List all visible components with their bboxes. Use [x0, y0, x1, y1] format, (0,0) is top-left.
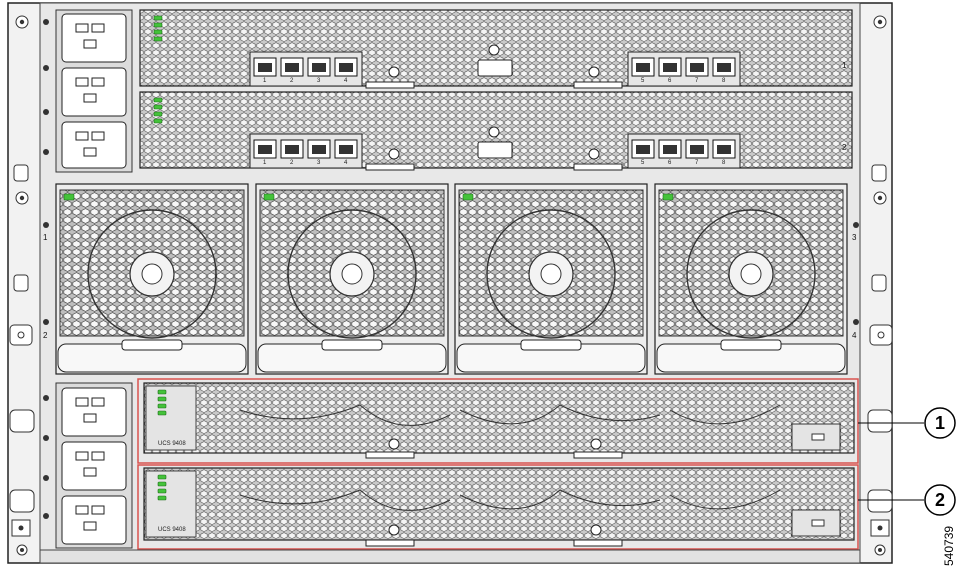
io-module-number: 2: [842, 143, 847, 152]
psu-model-label: UCS 9408: [158, 441, 186, 447]
port-number: 1: [263, 78, 267, 84]
port-number: 5: [641, 78, 645, 84]
port-number: 3: [317, 160, 321, 166]
fan-status-led: [263, 193, 275, 201]
port-number: 6: [668, 78, 672, 84]
io-module-number: 1: [842, 61, 847, 70]
fan-bay-number: 2: [43, 331, 48, 340]
port-number: 8: [722, 78, 726, 84]
callout-1-label: 1: [935, 413, 945, 433]
port-number: 8: [722, 160, 726, 166]
power-supply-2: UCS 9408: [143, 467, 855, 547]
sfp-port-cage: [636, 145, 650, 154]
port-number: 2: [290, 160, 294, 166]
sfp-port-cage: [285, 63, 299, 72]
sfp-port-cage: [258, 63, 272, 72]
io-module-leds: [153, 15, 163, 124]
port-number: 4: [344, 160, 348, 166]
left-rail: [9, 15, 35, 556]
port-number: 3: [317, 78, 321, 84]
callout-2: 2: [924, 484, 956, 516]
psu-model-label: UCS 9408: [158, 527, 186, 533]
fan-modules: [55, 183, 848, 375]
fan-module: [454, 183, 648, 375]
psu-leds: [157, 389, 167, 501]
sfp-port-cage: [285, 145, 299, 154]
right-rail: [867, 15, 893, 556]
power-inlets-bottom: [55, 382, 133, 549]
sfp-port-cage: [663, 145, 677, 154]
port-number: 2: [290, 78, 294, 84]
figure-id: 540739: [942, 526, 956, 566]
psu-2-highlight: [137, 464, 859, 550]
fan-bay-number: 4: [852, 331, 857, 340]
callout-1: 1: [924, 407, 956, 439]
port-number-labels: 1 2 3 4 5 6 7 8 1 2 3 4 5 6 7 8: [263, 78, 726, 166]
psu-1-highlight: [137, 378, 859, 464]
power-supply-1: UCS 9408: [143, 382, 855, 459]
sfp-port-cage: [690, 63, 704, 72]
fan-status-led: [662, 193, 674, 201]
fan-status-led: [462, 193, 474, 201]
sfp-port-cage: [339, 63, 353, 72]
network-ports: [253, 57, 736, 159]
port-number: 7: [695, 78, 699, 84]
sfp-port-cage: [258, 145, 272, 154]
sfp-port-cage: [663, 63, 677, 72]
sfp-port-cage: [717, 145, 731, 154]
sfp-port-cage: [339, 145, 353, 154]
fan-status-led: [63, 193, 75, 201]
port-number: 6: [668, 160, 672, 166]
io-module-2: [139, 91, 853, 171]
fan-module: [55, 183, 249, 375]
sfp-port-cage: [312, 145, 326, 154]
sfp-port-cage: [690, 145, 704, 154]
port-number: 5: [641, 160, 645, 166]
fan-bay-number: 1: [43, 233, 48, 242]
fan-module: [654, 183, 848, 375]
port-number: 4: [344, 78, 348, 84]
port-number: 7: [695, 160, 699, 166]
power-inlets-top: [55, 9, 133, 173]
sfp-port-cage: [717, 63, 731, 72]
fan-module: [255, 183, 449, 375]
callout-2-label: 2: [935, 490, 945, 510]
fan-bay-number: 3: [852, 233, 857, 242]
sfp-port-cage: [312, 63, 326, 72]
port-number: 1: [263, 160, 267, 166]
sfp-port-cage: [636, 63, 650, 72]
io-module-1: [139, 9, 853, 89]
